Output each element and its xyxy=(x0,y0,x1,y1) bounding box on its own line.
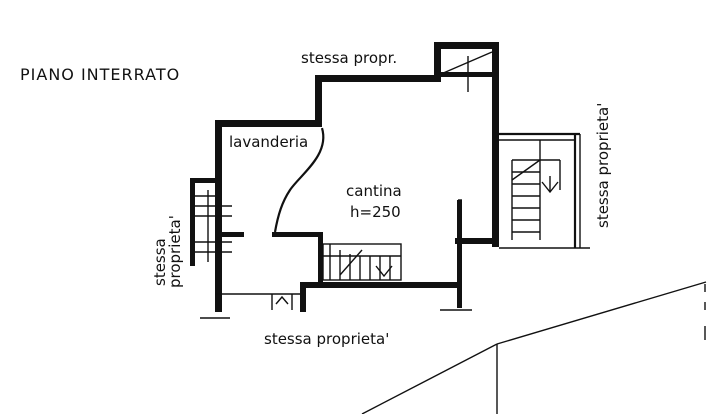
wall-lavanderia-top xyxy=(215,120,320,127)
walls xyxy=(190,42,499,312)
wall-left-outer xyxy=(190,178,195,266)
wall-bottom-right xyxy=(300,282,460,288)
wall-bottom-step xyxy=(300,282,306,312)
neighbor-label-right: stessa proprieta' xyxy=(594,103,612,228)
room-height-label: h=250 xyxy=(350,203,401,221)
wall-shaft-top xyxy=(434,42,499,49)
thin-lines xyxy=(195,51,493,319)
wall-partition-left xyxy=(222,232,244,237)
wall-stair-left xyxy=(318,232,323,282)
site-lines xyxy=(361,281,707,414)
neighbor-label-top: stessa propr. xyxy=(301,49,397,67)
stair-diagonal xyxy=(339,249,363,276)
shaft-diagonal xyxy=(440,51,493,75)
stair-arrow-icon xyxy=(375,265,393,278)
wall-cantina-top xyxy=(315,75,435,82)
wall-step xyxy=(315,75,322,127)
wall-shaft-left xyxy=(434,42,441,82)
site-line xyxy=(361,343,498,414)
room-label-cantina: cantina xyxy=(346,182,402,200)
stair-outline xyxy=(322,243,402,281)
interior-stair xyxy=(322,243,402,281)
neighbor-label-left-1: stessa xyxy=(151,238,169,286)
wall-left-outer-top xyxy=(190,178,218,183)
door-arrow-icon xyxy=(275,295,289,305)
site-line xyxy=(496,281,707,345)
curved-partition xyxy=(273,127,325,233)
stair-diagonal xyxy=(511,159,541,181)
exterior-stair xyxy=(499,132,590,249)
wall-right xyxy=(492,42,499,247)
wall-right-return xyxy=(455,238,499,244)
room-label-lavanderia: lavanderia xyxy=(229,133,308,151)
plan-title: PIANO INTERRATO xyxy=(20,65,180,84)
wall-partition-right xyxy=(272,232,322,237)
neighbor-label-left-2: proprieta' xyxy=(166,215,184,288)
wall-inner-right xyxy=(457,200,462,308)
neighbor-label-bottom: stessa proprieta' xyxy=(264,330,389,348)
